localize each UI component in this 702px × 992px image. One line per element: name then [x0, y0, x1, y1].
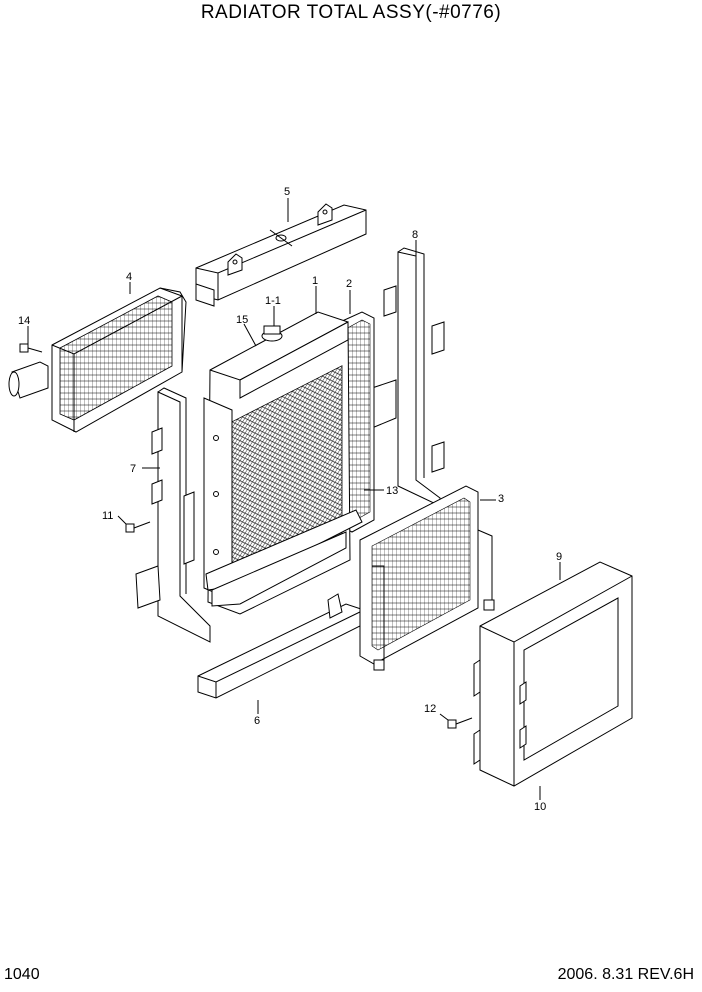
bolt-part-11 — [125, 521, 151, 533]
lower-bracket-part-6 — [197, 593, 365, 699]
callout-4: 4 — [126, 271, 132, 283]
callout-3: 3 — [498, 493, 504, 505]
callout-1-1: 1-1 — [265, 295, 281, 307]
oil-cooler-part-3 — [359, 485, 495, 671]
right-bracket-part-8 — [371, 247, 445, 507]
shroud-part-9 — [473, 561, 633, 787]
callout-6: 6 — [254, 715, 260, 727]
callout-10: 10 — [534, 801, 546, 813]
callout-2: 2 — [346, 278, 352, 290]
callout-9: 9 — [556, 551, 562, 563]
callout-14: 14 — [18, 315, 30, 327]
page-title: RADIATOR TOTAL ASSY(-#0776) — [200, 2, 502, 23]
callout-1: 1 — [312, 275, 318, 287]
callout-11: 11 — [102, 510, 113, 522]
bolt-part-12 — [447, 717, 473, 729]
callout-7: 7 — [130, 463, 136, 475]
revision-date: 2006. 8.31 REV.6H — [557, 966, 694, 983]
bolt-part-14 — [19, 343, 43, 353]
callout-15: 15 — [236, 314, 248, 326]
radiator-part-1 — [203, 311, 363, 615]
page-number: 1040 — [4, 966, 40, 983]
callout-8: 8 — [412, 229, 418, 241]
leader-lines — [27, 198, 561, 800]
callout-13: 13 — [386, 485, 398, 497]
radiator-cap-part-1-1 — [261, 325, 283, 342]
callout-12: 12 — [424, 703, 436, 715]
left-bracket-part-7 — [135, 387, 211, 643]
callout-5: 5 — [284, 186, 290, 198]
top-bracket-part-5 — [195, 203, 367, 307]
cooler-part-4 — [8, 287, 187, 433]
